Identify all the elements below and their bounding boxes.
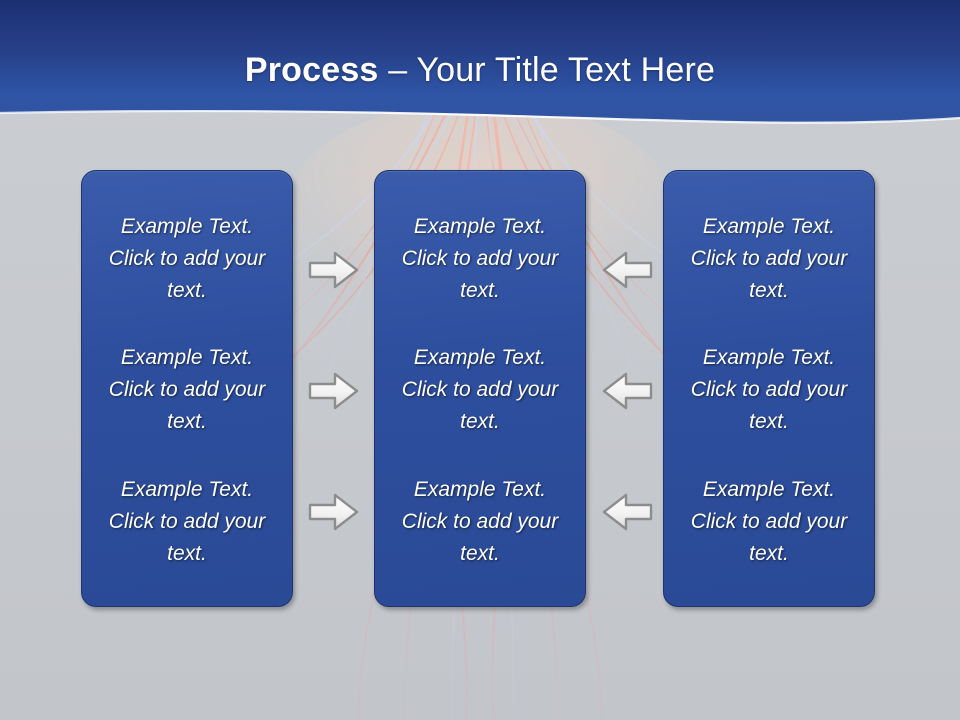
- text-placeholder[interactable]: Example Text. Click to add your text.: [690, 478, 848, 566]
- text-placeholder[interactable]: Example Text. Click to add your text.: [401, 346, 559, 434]
- arrow-right-icon[interactable]: [307, 369, 361, 413]
- text-placeholder[interactable]: Example Text. Click to add your text.: [690, 346, 848, 434]
- text-placeholder[interactable]: Example Text. Click to add your text.: [108, 214, 266, 302]
- page-title-bold: Process: [244, 51, 379, 89]
- arrow-left-icon[interactable]: [600, 490, 654, 534]
- process-column-left[interactable]: Example Text. Click to add your text. Ex…: [81, 170, 293, 607]
- arrow-left-icon[interactable]: [600, 248, 654, 292]
- text-placeholder[interactable]: Example Text. Click to add your text.: [401, 214, 559, 302]
- text-placeholder[interactable]: Example Text. Click to add your text.: [108, 346, 266, 434]
- page-title-rest: – Your Title Text Here: [378, 51, 716, 89]
- process-column-middle[interactable]: Example Text. Click to add your text. Ex…: [374, 170, 586, 607]
- header-banner: [0, 0, 960, 124]
- arrow-right-icon[interactable]: [307, 248, 361, 292]
- arrow-left-icon[interactable]: [600, 369, 654, 413]
- text-placeholder[interactable]: Example Text. Click to add your text.: [690, 214, 848, 302]
- arrow-right-icon[interactable]: [307, 490, 361, 534]
- text-placeholder[interactable]: Example Text. Click to add your text.: [108, 478, 266, 566]
- text-placeholder[interactable]: Example Text. Click to add your text.: [401, 478, 559, 566]
- process-column-right[interactable]: Example Text. Click to add your text. Ex…: [663, 170, 875, 607]
- page-title: Process – Your Title Text Here: [0, 50, 960, 90]
